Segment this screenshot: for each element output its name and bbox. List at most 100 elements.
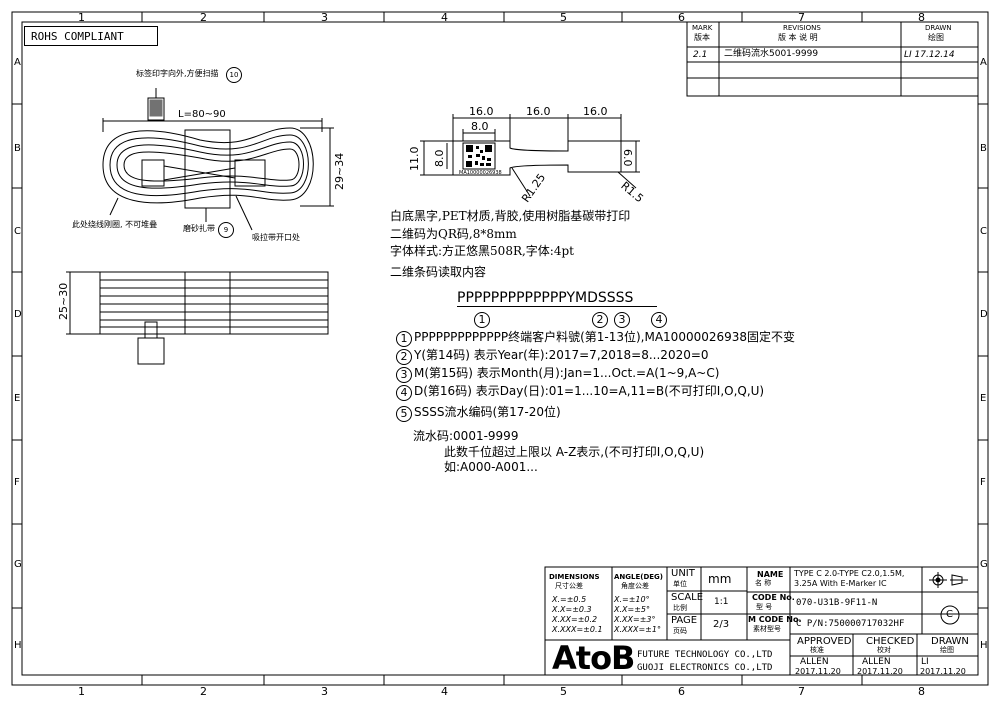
item-marker-4: 4 <box>396 385 412 401</box>
rev-row-drawn: LI 17.12.14 <box>904 50 955 60</box>
unit-value: mm <box>708 572 732 586</box>
note-cable-tie: 磨砂扎带 <box>183 224 215 233</box>
serial-overflow: 此数千位超过上限以 A-Z表示,(不可打印I,O,Q,U) <box>444 445 705 459</box>
rev-title-en: REVISIONS <box>783 24 821 32</box>
dim-8-height: 8.0 <box>433 149 446 168</box>
col-label: 5 <box>560 11 567 24</box>
name-en: NAME <box>757 570 784 579</box>
drawn-date: 2017.11.20 <box>920 667 966 676</box>
tolerance-4: X.XXX=±0.1 <box>552 625 603 634</box>
rev-title-cn: 版 本 说 明 <box>778 33 818 42</box>
col-label: 7 <box>798 11 805 24</box>
copyright-letter: C <box>946 609 953 620</box>
col-label: 4 <box>441 11 448 24</box>
copyright-circle-icon <box>940 605 960 625</box>
row-label: A <box>14 57 21 68</box>
callout-9: 9 <box>218 222 234 238</box>
item-marker-1: 1 <box>396 331 412 347</box>
drawn-cn: 绘图 <box>940 646 954 654</box>
code-cn: 型 号 <box>756 603 773 611</box>
width-dimension: 25~30 <box>57 282 70 320</box>
dim-16-right: 16.0 <box>583 105 608 118</box>
rev-row-desc: 二维码流水5001-9999 <box>724 49 819 59</box>
note-winding: 此处绕线刚圈, 不可堆叠 <box>72 220 158 229</box>
scale-cn: 比例 <box>673 604 687 612</box>
dim-16-left: 16.0 <box>469 105 494 118</box>
approved-name: ALLEN <box>800 657 829 667</box>
company-logo: AtoB <box>552 639 635 677</box>
col-label: 2 <box>200 11 207 24</box>
callout-10: 10 <box>226 67 242 83</box>
row-label: B <box>14 143 21 154</box>
code-en: CODE No. <box>752 593 795 602</box>
col-label: 1 <box>78 11 85 24</box>
row-label: G <box>14 559 22 570</box>
col-label: 5 <box>560 685 567 698</box>
rev-mark-cn: 版本 <box>694 33 710 42</box>
item-marker-3: 3 <box>396 367 412 383</box>
note-tie-opening: 吸拉带开口处 <box>252 233 300 242</box>
item-3: M(第15码) 表示Month(月):Jan=1...Oct.=A(1~9,A~… <box>414 366 720 380</box>
rev-drawn-en: DRAWN <box>925 24 952 32</box>
approved-en: APPROVED <box>797 636 852 647</box>
row-label: H <box>14 640 22 651</box>
unit-cn: 单位 <box>673 580 687 588</box>
name-cn: 名 称 <box>755 579 772 587</box>
angle-tol-4: X.XXX=±1° <box>614 625 661 634</box>
approved-cn: 核准 <box>810 646 824 654</box>
row-label: H <box>980 640 988 651</box>
note-font: 字体样式:方正悠黑508R,字体:4pt <box>390 244 574 258</box>
length-dimension: L=80~90 <box>178 109 226 120</box>
col-label: 7 <box>798 685 805 698</box>
checked-name: ALLEN <box>862 657 891 667</box>
note-material: 白底黑字,PET材质,背胶,使用树脂基碳带打印 <box>390 209 631 223</box>
dim-16-mid: 16.0 <box>526 105 551 118</box>
item-5: SSSS流水编码(第17-20位) <box>414 405 561 419</box>
checked-date: 2017.11.20 <box>857 667 903 676</box>
angle-tol-1: X.=±10° <box>614 595 650 604</box>
dimensions-cn: 尺寸公差 <box>555 582 583 590</box>
col-label: 8 <box>918 11 925 24</box>
rev-row-mark: 2.1 <box>693 50 708 60</box>
callout-3: 3 <box>614 312 630 328</box>
company-name-1: FUTURE TECHNOLOGY CO.,LTD <box>637 650 773 660</box>
row-label: C <box>980 226 987 237</box>
scale-en: SCALE <box>671 592 704 603</box>
rev-drawn-cn: 绘图 <box>928 33 944 42</box>
note-qr: 二维码为QR码,8*8mm <box>390 227 517 241</box>
angle-en: ANGLE(DEG) <box>614 573 663 581</box>
col-label: 6 <box>678 11 685 24</box>
code-format: PPPPPPPPPPPPPYMDSSSS <box>457 290 634 306</box>
col-label: 1 <box>78 685 85 698</box>
mcode-value: C P/N:750000717032HF <box>796 619 905 629</box>
serial-example: 如:A000-A001... <box>444 460 538 474</box>
col-label: 2 <box>200 685 207 698</box>
label-direction-note: 标签印字向外,方便扫描 <box>136 69 219 78</box>
row-label: F <box>980 477 986 488</box>
dim-6-height: 6.0 <box>621 149 634 167</box>
row-label: A <box>980 57 987 68</box>
tolerance-3: X.XX=±0.2 <box>552 615 598 624</box>
col-label: 4 <box>441 685 448 698</box>
checked-en: CHECKED <box>866 636 915 647</box>
col-label: 3 <box>321 11 328 24</box>
product-name: TYPE C 2.0-TYPE C2.0,1.5M, 3.25A With E-… <box>794 569 905 588</box>
mcode-cn: 素材型号 <box>753 625 781 633</box>
approved-date: 2017.11.20 <box>795 667 841 676</box>
tolerance-1: X.=±0.5 <box>552 595 587 604</box>
item-marker-5: 5 <box>396 406 412 422</box>
checked-cn: 校对 <box>877 646 891 654</box>
angle-tol-2: X.X=±5° <box>614 605 650 614</box>
height-dimension: 29~34 <box>333 152 346 190</box>
rohs-badge: ROHS COMPLIANT <box>24 26 158 46</box>
coil-top-view <box>102 88 334 231</box>
page-value: 2/3 <box>713 619 730 630</box>
angle-tol-3: X.XX=±3° <box>614 615 656 624</box>
row-label: G <box>980 559 988 570</box>
unit-en: UNIT <box>671 568 695 579</box>
callout-1: 1 <box>474 312 490 328</box>
callout-2: 2 <box>592 312 608 328</box>
coil-side-view <box>66 271 329 365</box>
serial-range: 流水码:0001-9999 <box>413 429 519 443</box>
scale-value: 1:1 <box>714 597 729 607</box>
